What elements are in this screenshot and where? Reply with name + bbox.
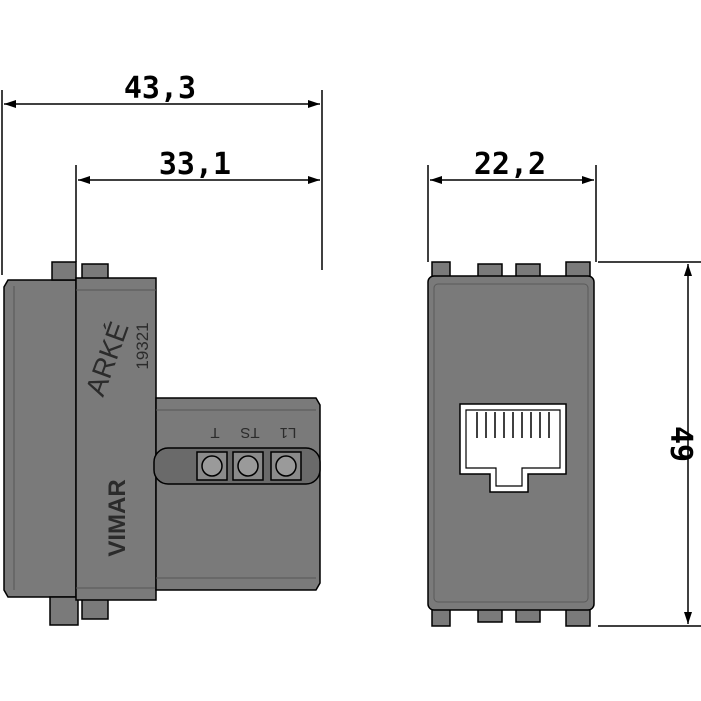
part-code-label: 19321 xyxy=(133,322,152,369)
rj-port-contacts xyxy=(476,412,550,438)
dimension-overall-depth xyxy=(1,90,323,275)
dimension-height xyxy=(598,261,701,627)
side-front-cover xyxy=(3,279,77,598)
dimension-body-depth xyxy=(75,165,320,262)
screw-terminal-ts xyxy=(232,451,264,481)
side-view xyxy=(3,261,321,626)
side-bottom-clip-1 xyxy=(49,596,79,626)
rj-port xyxy=(459,403,567,493)
dimension-overall-depth-label: 43,3 xyxy=(124,71,196,106)
screw-terminal-t xyxy=(196,451,228,481)
side-main-body xyxy=(75,277,157,601)
front-view xyxy=(427,261,595,627)
side-top-clip-1 xyxy=(51,261,77,281)
brand-label: VIMAR xyxy=(104,479,131,556)
dimension-body-depth-label: 33,1 xyxy=(159,147,231,182)
terminal-label-l1: L1 xyxy=(280,424,297,441)
screw-terminal-l1 xyxy=(270,451,302,481)
terminal-label-t: T xyxy=(210,424,219,441)
side-terminal-block xyxy=(155,397,321,591)
dimension-width-label: 22,2 xyxy=(474,147,546,182)
dimension-height-label: 49 xyxy=(663,426,698,462)
dimension-width xyxy=(427,165,597,262)
terminal-label-ts: TS xyxy=(240,424,259,441)
